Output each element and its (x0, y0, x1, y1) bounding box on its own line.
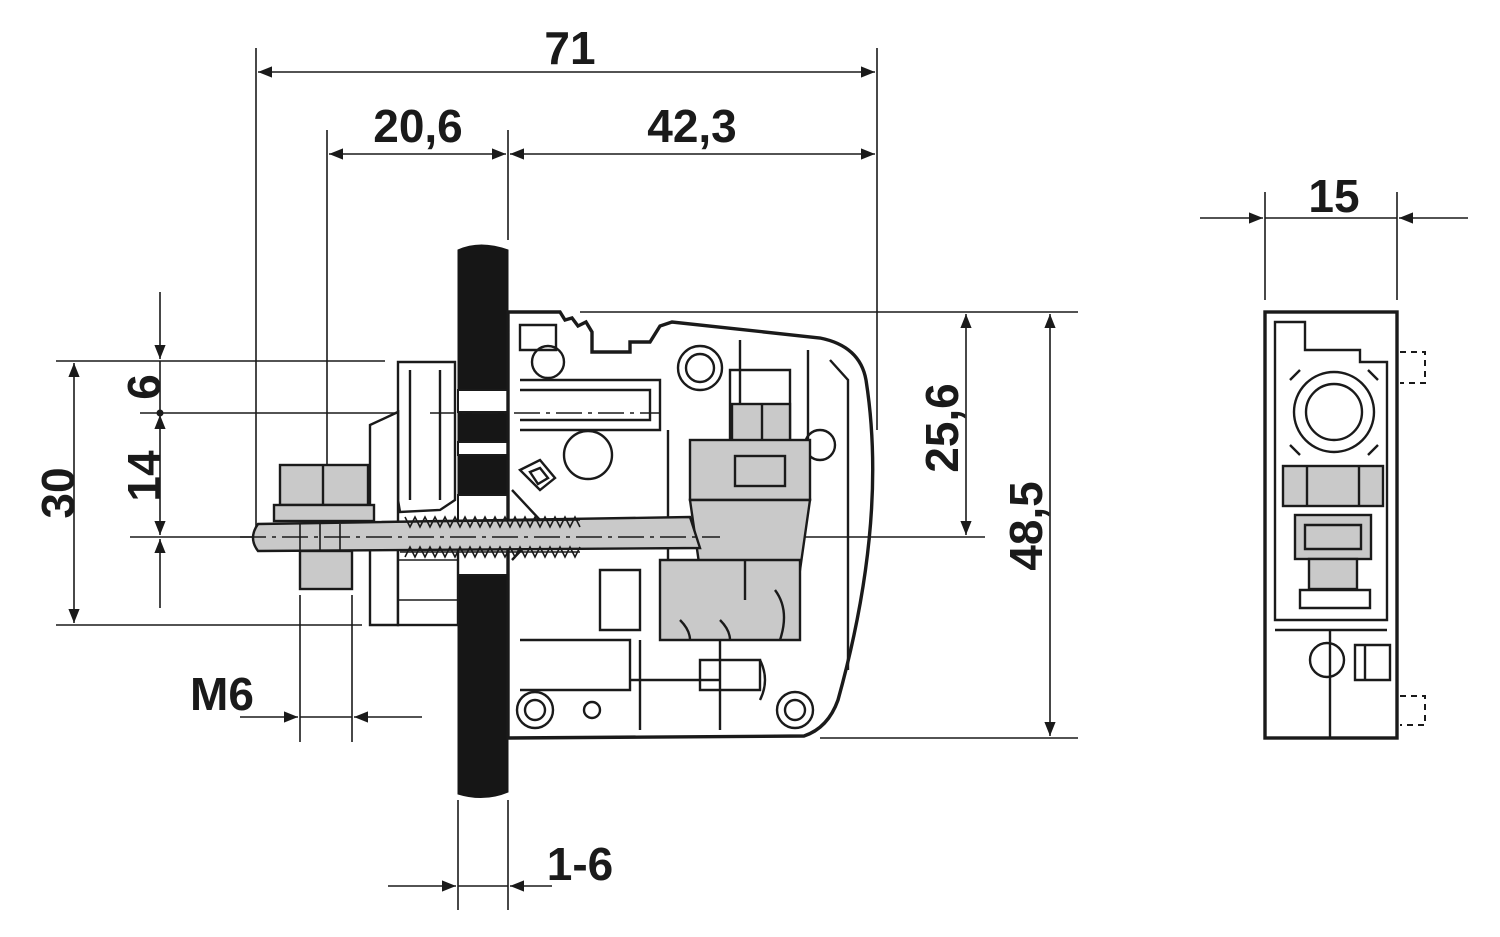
dim-screw-spacing-mid: 14 (118, 450, 170, 502)
mounting-screw (240, 412, 720, 591)
dim-upper-height: 25,6 (916, 383, 968, 473)
dim-mount-height: 30 (32, 467, 84, 518)
dim-right-depth: 42,3 (647, 100, 737, 152)
dim-screw-spacing-top: 6 (118, 374, 170, 400)
dim-side-width: 15 (1308, 170, 1359, 222)
side-view (1263, 310, 1426, 740)
dimension-labels: 71 20,6 42,3 15 25,6 48,5 30 6 14 M6 1-6 (32, 22, 1360, 890)
panel-wall (457, 244, 509, 798)
dim-total-height: 48,5 (1000, 481, 1052, 571)
dimension-lines (68, 66, 1468, 892)
dim-overall-width: 71 (544, 22, 595, 74)
dim-left-offset: 20,6 (373, 100, 463, 152)
dim-thread: M6 (190, 668, 254, 720)
dim-panel-thickness: 1-6 (547, 838, 613, 890)
left-mounting-bracket (368, 360, 460, 627)
clamp-assembly (658, 402, 812, 701)
